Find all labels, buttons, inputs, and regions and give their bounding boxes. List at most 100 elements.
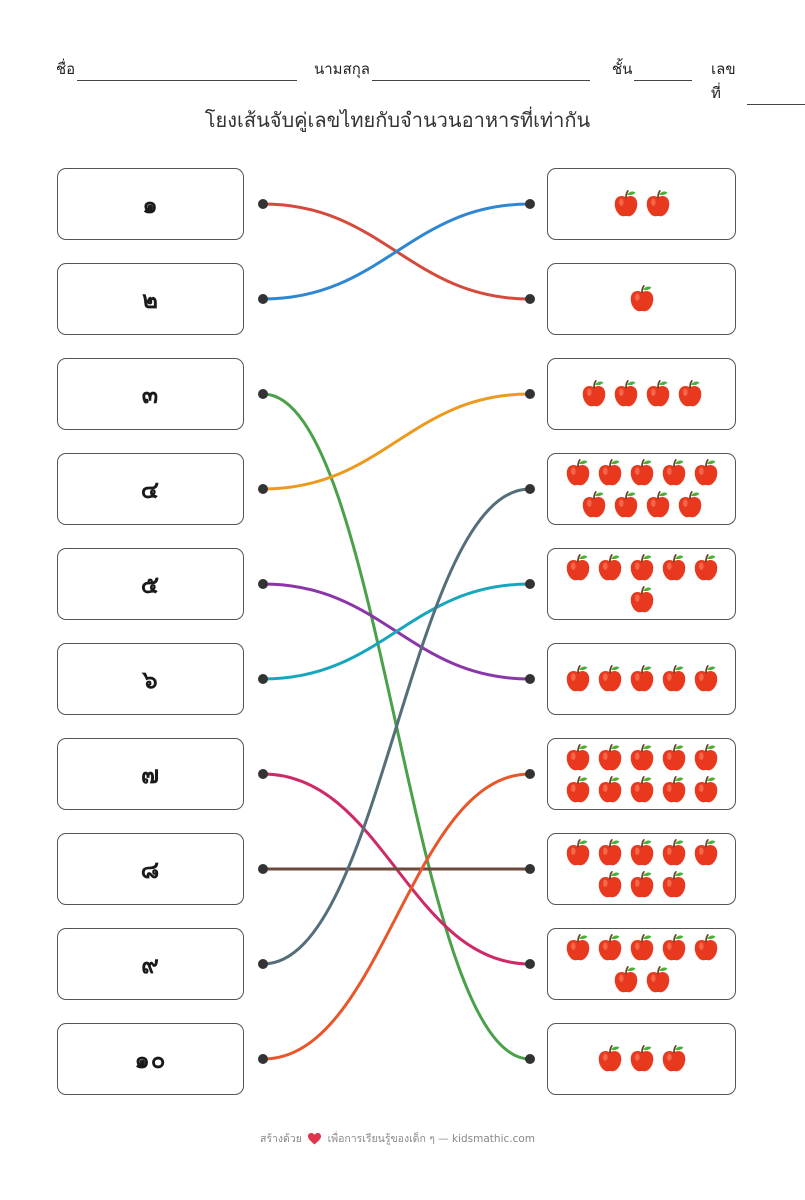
apple-icon — [694, 554, 717, 581]
match-line — [261, 772, 532, 1061]
apple-box[interactable] — [547, 833, 736, 905]
left-connector-dot[interactable] — [258, 674, 268, 684]
thai-number: ๙ — [141, 949, 160, 979]
apple-row — [627, 284, 657, 314]
match-line — [261, 392, 532, 491]
right-connector-dot[interactable] — [525, 864, 535, 874]
thai-number: ๖ — [142, 664, 159, 694]
apple-icon — [662, 665, 685, 692]
apple-box[interactable] — [547, 168, 736, 240]
apple-row — [595, 1044, 689, 1074]
left-connector-dot[interactable] — [258, 484, 268, 494]
right-connector-dot[interactable] — [525, 579, 535, 589]
number-box[interactable]: ๑ — [57, 168, 244, 240]
number-box[interactable]: ๗ — [57, 738, 244, 810]
number-box[interactable]: ๘ — [57, 833, 244, 905]
surname-field[interactable]: นามสกุล — [314, 57, 590, 81]
right-connector-dot[interactable] — [525, 1054, 535, 1064]
apple-box[interactable] — [547, 358, 736, 430]
number-box[interactable]: ๑๐ — [57, 1023, 244, 1095]
apple-icon — [630, 871, 653, 898]
number-box[interactable]: ๖ — [57, 643, 244, 715]
apple-box[interactable] — [547, 738, 736, 810]
apple-box[interactable] — [547, 928, 736, 1000]
apple-icon — [662, 554, 685, 581]
left-connector-dot[interactable] — [258, 389, 268, 399]
thai-number: ๔ — [140, 474, 161, 504]
apple-icon — [614, 190, 637, 217]
right-connector-dot[interactable] — [525, 294, 535, 304]
apple-row — [579, 490, 705, 520]
match-line — [261, 582, 532, 681]
number-field[interactable]: เลขที่ — [711, 57, 805, 105]
apple-icon — [694, 934, 717, 961]
apple-icon — [662, 1045, 685, 1072]
footer-text-before: สร้างด้วย — [259, 1133, 302, 1145]
apple-row — [563, 775, 721, 805]
apple-row — [563, 933, 721, 963]
thai-number: ๑ — [142, 189, 159, 219]
number-box[interactable]: ๒ — [57, 263, 244, 335]
apple-icon — [630, 934, 653, 961]
apple-row — [563, 553, 721, 583]
thai-number: ๓ — [141, 379, 160, 409]
right-connector-dot[interactable] — [525, 199, 535, 209]
class-label: ชั้น — [612, 60, 633, 78]
number-box[interactable]: ๕ — [57, 548, 244, 620]
apple-icon — [630, 776, 653, 803]
apple-box[interactable] — [547, 643, 736, 715]
number-box[interactable]: ๔ — [57, 453, 244, 525]
right-connector-dot[interactable] — [525, 769, 535, 779]
apple-row — [627, 585, 657, 615]
apple-icon — [598, 871, 621, 898]
apple-group — [563, 458, 721, 520]
apple-row — [611, 189, 673, 219]
apple-icon — [646, 380, 669, 407]
right-connector-dot[interactable] — [525, 959, 535, 969]
apple-group — [595, 1044, 689, 1074]
apple-icon — [598, 776, 621, 803]
match-line — [261, 487, 532, 966]
apple-group — [563, 838, 721, 900]
apple-icon — [630, 665, 653, 692]
student-info-header: ชื่อ นามสกุล ชั้น เลขที่ — [56, 57, 805, 105]
thai-number: ๑๐ — [134, 1044, 167, 1074]
thai-number: ๒ — [142, 284, 159, 314]
apple-icon — [598, 554, 621, 581]
apple-icon — [694, 776, 717, 803]
class-field[interactable]: ชั้น — [612, 57, 693, 81]
left-connector-dot[interactable] — [258, 294, 268, 304]
apple-box[interactable] — [547, 548, 736, 620]
left-connector-dot[interactable] — [258, 959, 268, 969]
apple-row — [563, 458, 721, 488]
apple-icon — [630, 459, 653, 486]
left-connector-dot[interactable] — [258, 199, 268, 209]
apple-icon — [598, 839, 621, 866]
number-box[interactable]: ๙ — [57, 928, 244, 1000]
footer: สร้างด้วย เพื่อการเรียนรู้ของเด็ก ๆ — ki… — [0, 1130, 795, 1147]
apple-group — [563, 933, 721, 995]
apple-box[interactable] — [547, 1023, 736, 1095]
apple-box[interactable] — [547, 263, 736, 335]
right-connector-dot[interactable] — [525, 484, 535, 494]
apple-row — [595, 870, 689, 900]
apple-group — [627, 284, 657, 314]
heart-icon — [308, 1133, 322, 1145]
left-connector-dot[interactable] — [258, 864, 268, 874]
left-connector-dot[interactable] — [258, 769, 268, 779]
thai-number: ๘ — [140, 854, 161, 884]
name-field[interactable]: ชื่อ — [56, 57, 298, 81]
apple-row — [563, 743, 721, 773]
number-label: เลขที่ — [711, 60, 736, 102]
apple-icon — [614, 966, 637, 993]
apple-icon — [678, 380, 701, 407]
apple-box[interactable] — [547, 453, 736, 525]
number-box[interactable]: ๓ — [57, 358, 244, 430]
name-label: ชื่อ — [56, 60, 76, 78]
number-line — [747, 88, 805, 105]
left-connector-dot[interactable] — [258, 579, 268, 589]
right-connector-dot[interactable] — [525, 674, 535, 684]
apple-icon — [614, 491, 637, 518]
left-connector-dot[interactable] — [258, 1054, 268, 1064]
right-connector-dot[interactable] — [525, 389, 535, 399]
